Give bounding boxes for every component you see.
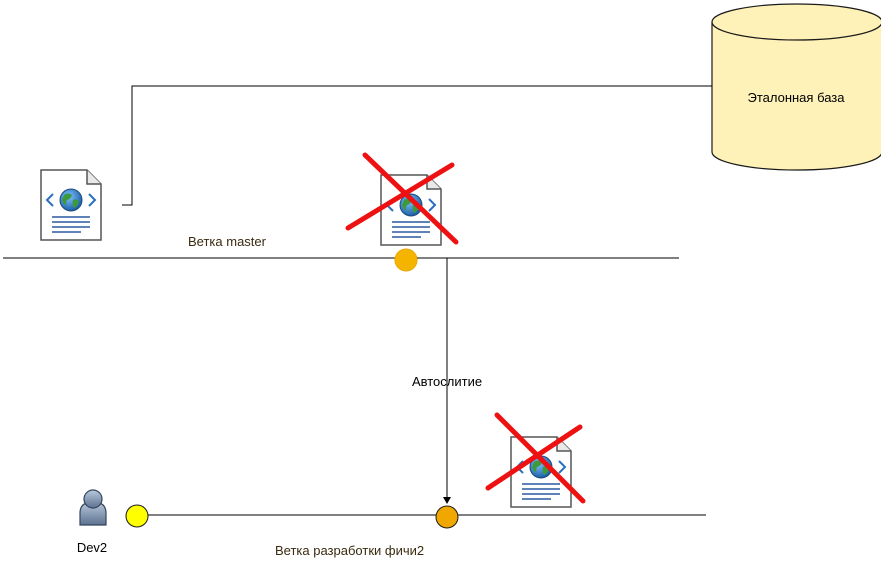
database-label: Эталонная база	[747, 90, 845, 105]
web-document-icon	[40, 169, 102, 241]
web-document-icon	[380, 174, 442, 246]
feature-merge-commit-node	[435, 505, 459, 529]
merge-label: Автослитие	[412, 374, 482, 389]
red-cross-icon	[345, 152, 459, 245]
database-icon	[711, 3, 881, 171]
merge-arrow	[417, 257, 451, 504]
web-document-icon	[510, 436, 572, 508]
developer-label: Dev2	[77, 540, 107, 555]
master-commit-node	[394, 248, 418, 272]
feature-branch-label: Ветка разработки фичи2	[275, 543, 424, 558]
document-to-database-connector	[122, 85, 712, 206]
red-cross-icon	[485, 412, 586, 504]
feature-branch-start-node	[125, 504, 149, 528]
user-icon	[79, 489, 107, 526]
master-branch-label: Ветка master	[188, 234, 267, 249]
